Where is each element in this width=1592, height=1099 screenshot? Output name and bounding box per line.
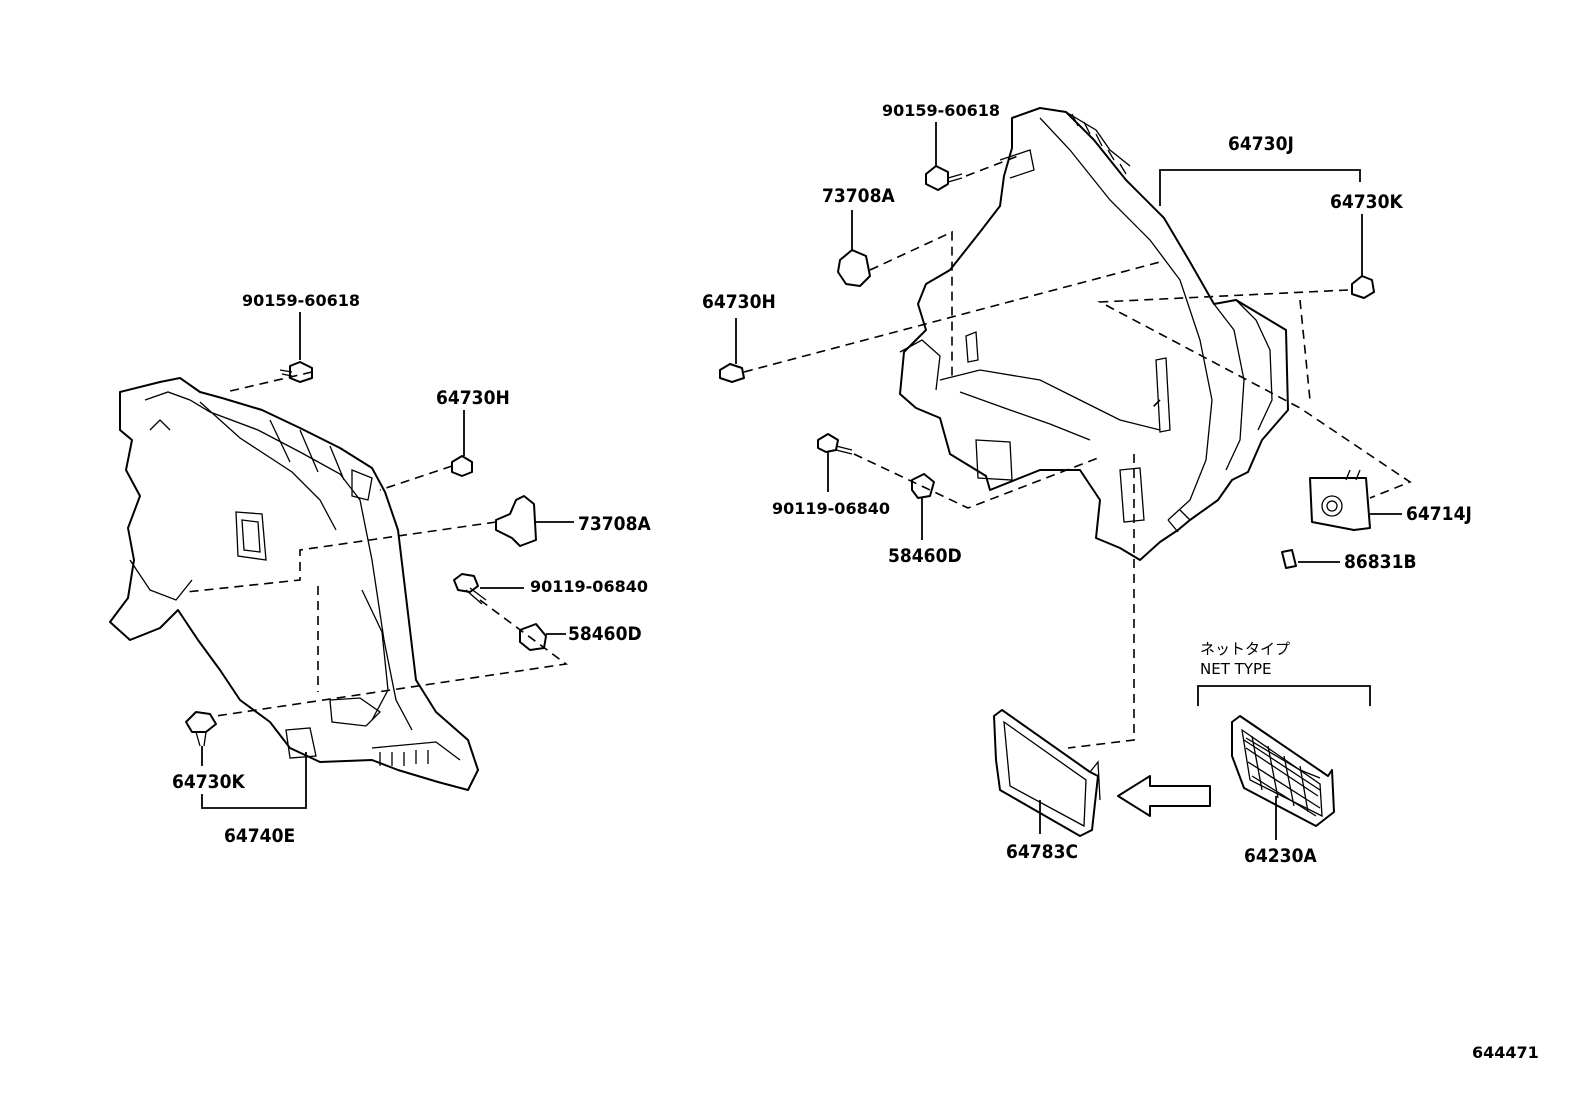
left-lower-clip-label: 64730K — [172, 771, 245, 793]
left-trim-panel — [109, 377, 479, 791]
net-type-en-label: NET TYPE — [1200, 660, 1271, 678]
right-bolt-label: 90119-06840 — [772, 499, 890, 518]
right-small-clip-icon — [1281, 549, 1297, 569]
right-cover-label: 64714J — [1406, 503, 1472, 525]
left-lower-clip-icon — [185, 711, 217, 747]
right-cover-icon — [1309, 469, 1371, 531]
left-upper-clip-label: 64730H — [436, 387, 510, 409]
net-type-jp-label: ネットタイプ — [1200, 640, 1290, 658]
right-trim-panel-label: 64730J — [1228, 133, 1294, 155]
right-side-clip-label: 64730H — [702, 291, 776, 313]
net-to-tray-arrow-icon — [1117, 775, 1211, 817]
tray-label: 64783C — [1006, 841, 1078, 863]
right-hook-label: 73708A — [822, 185, 895, 207]
left-upper-clip-icon — [451, 455, 473, 477]
tray-icon — [993, 709, 1101, 837]
left-top-screw-icon — [279, 361, 313, 383]
right-right-clip-icon — [1351, 275, 1375, 299]
right-right-clip-label: 64730K — [1330, 191, 1403, 213]
right-top-screw-icon — [925, 165, 963, 191]
left-bolt-icon — [453, 573, 487, 605]
net-icon — [1231, 715, 1335, 827]
right-top-screw-label: 90159-60618 — [882, 101, 1000, 120]
left-bolt-label: 90119-06840 — [530, 577, 648, 596]
right-side-clip-icon — [719, 363, 745, 383]
right-nut-label: 58460D — [888, 545, 962, 567]
right-hook-icon — [837, 249, 871, 287]
right-bolt-icon — [817, 433, 853, 455]
left-hook-icon — [495, 495, 537, 547]
left-top-screw-label: 90159-60618 — [242, 291, 360, 310]
right-trim-panel — [899, 107, 1289, 561]
left-trim-panel-label: 64740E — [224, 825, 295, 847]
net-label: 64230A — [1244, 845, 1317, 867]
right-small-clip-label: 86831B — [1344, 551, 1417, 573]
diagram-id: 644471 — [1472, 1043, 1539, 1062]
left-nut-label: 58460D — [568, 623, 642, 645]
left-hook-label: 73708A — [578, 513, 651, 535]
